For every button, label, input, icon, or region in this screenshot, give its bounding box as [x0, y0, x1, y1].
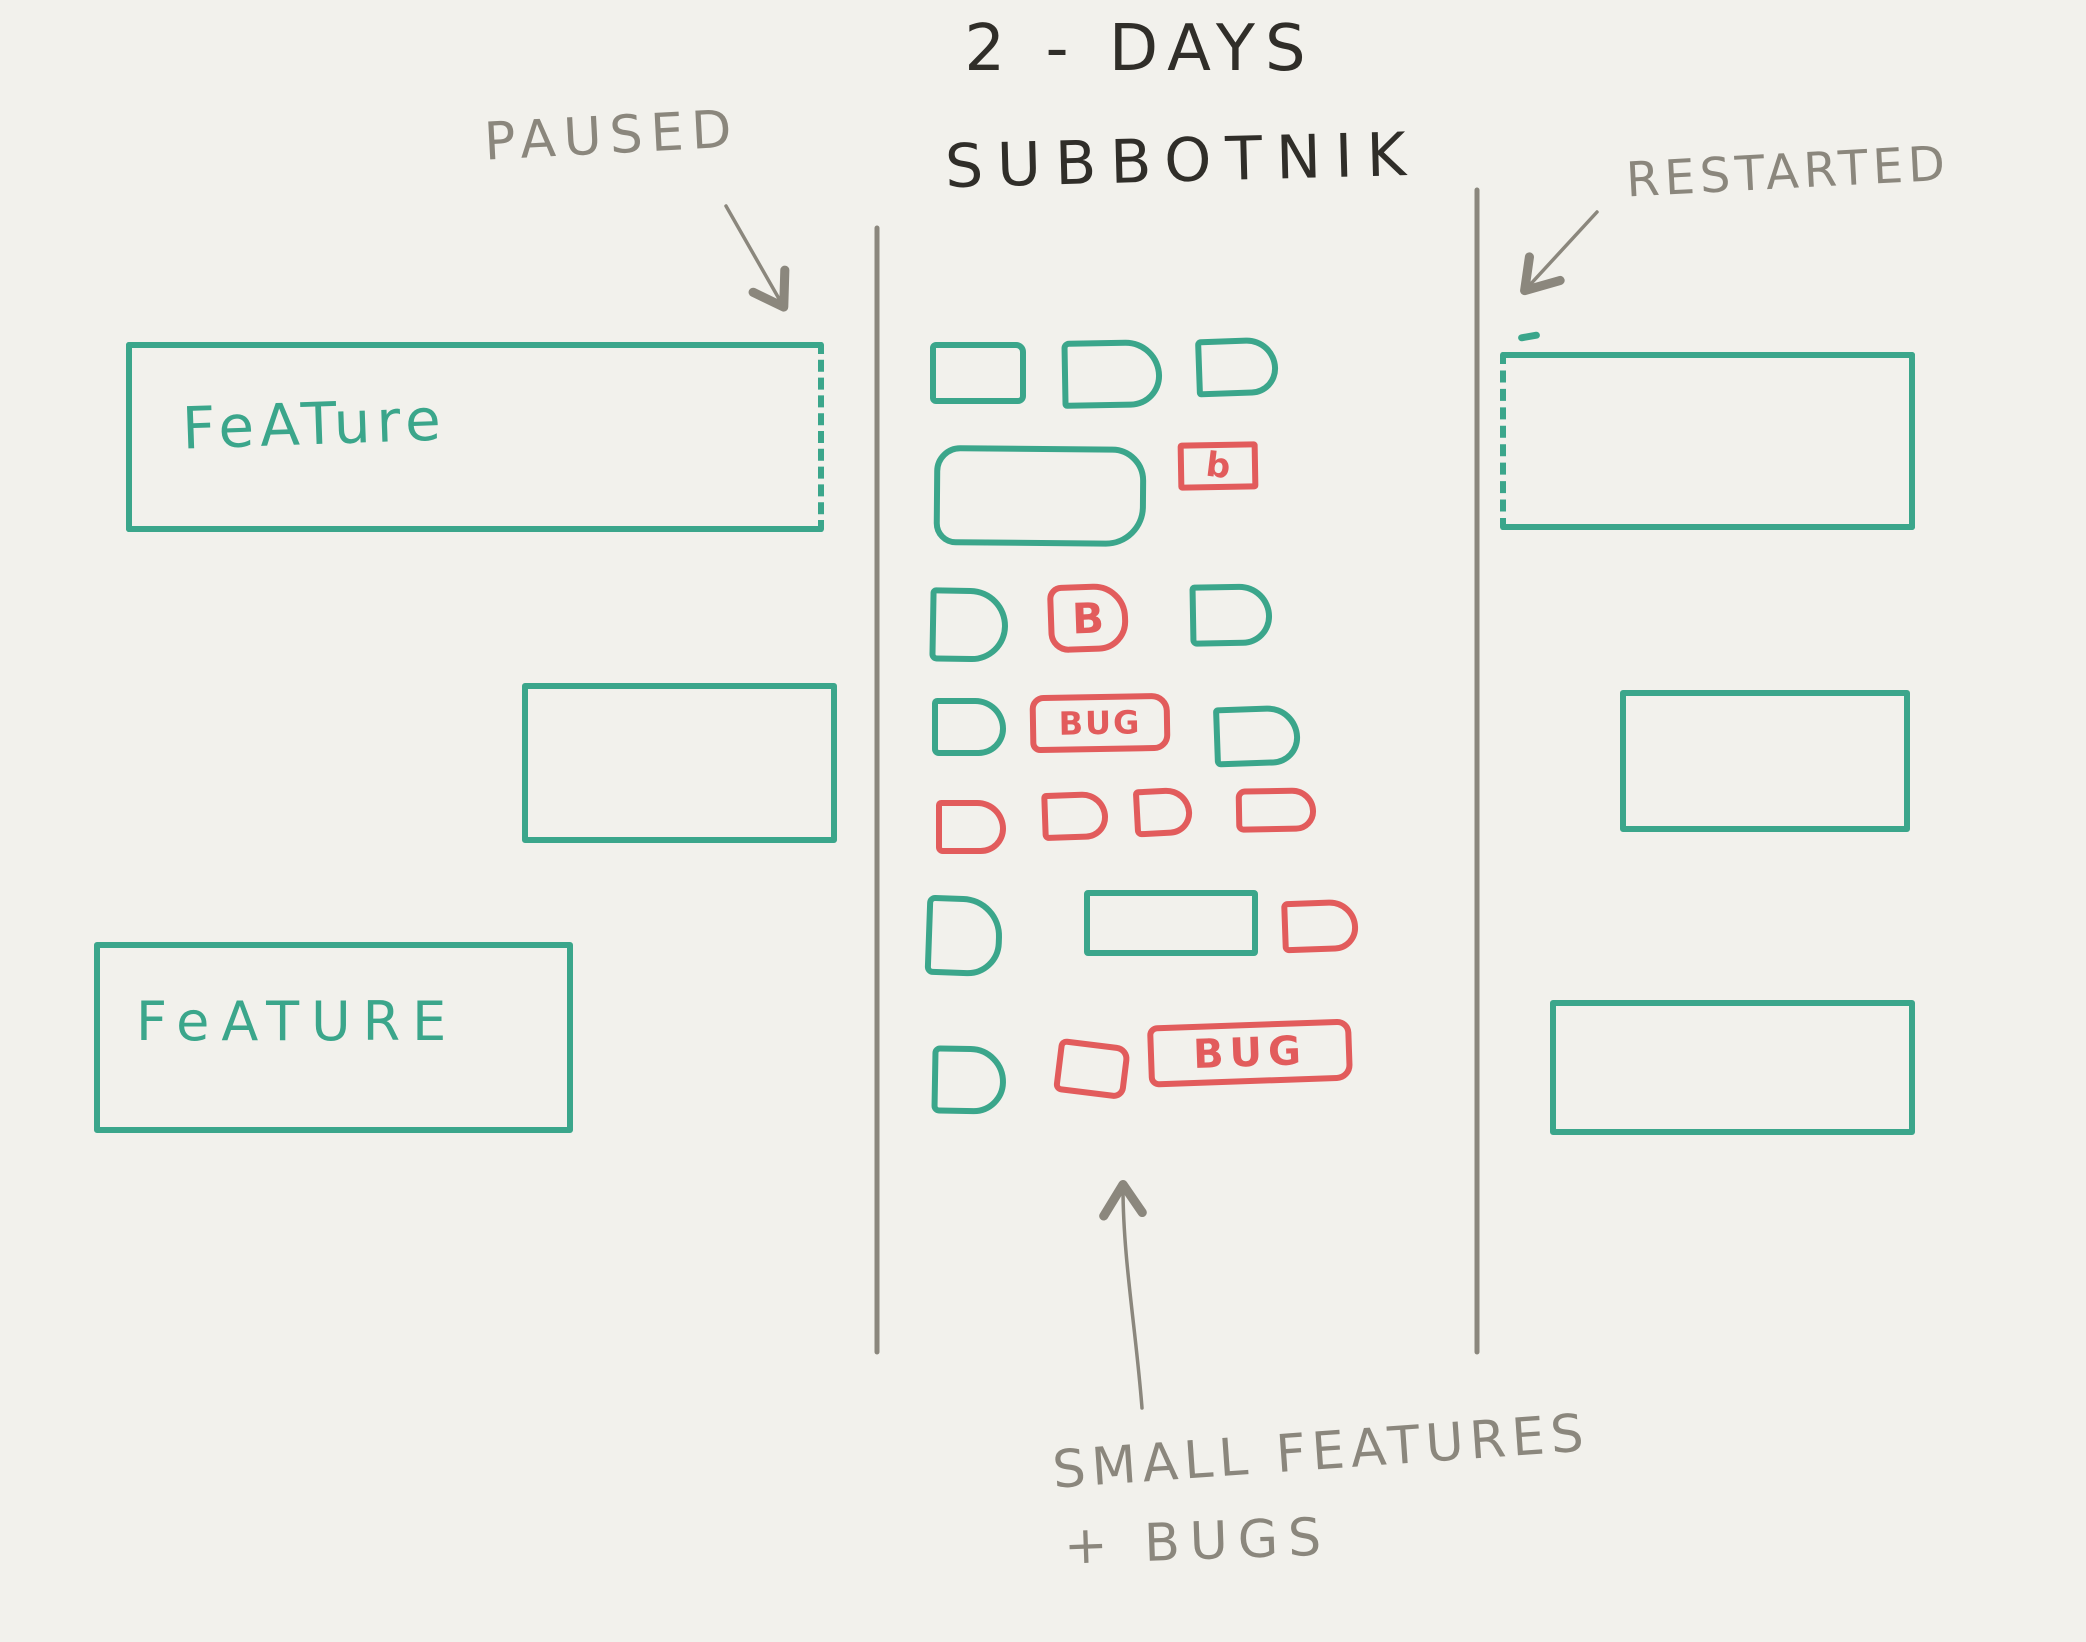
feature-box-right-bottom[interactable]	[1550, 1000, 1915, 1135]
restarted-arrow	[1520, 210, 1599, 296]
board-title-line1: 2 - DAYS	[964, 12, 1316, 86]
task-card-green[interactable]	[1212, 704, 1302, 768]
bug-card-label: BUG	[1058, 703, 1142, 743]
task-card-green[interactable]	[929, 587, 1009, 663]
bug-card-red[interactable]	[1052, 1037, 1132, 1101]
small-features-label-line2: + BUGS	[1063, 1507, 1333, 1577]
feature-box-paused-bottom[interactable]	[94, 942, 573, 1133]
bug-card-red[interactable]	[1041, 790, 1109, 842]
bug-card-red[interactable]	[936, 800, 1006, 854]
restart-tick-mark	[1517, 331, 1541, 342]
bug-card-label: B	[1071, 592, 1105, 644]
bug-card-red[interactable]	[1132, 786, 1194, 838]
bug-card-label: BUG	[1192, 1028, 1308, 1078]
feature-box-left-middle[interactable]	[522, 683, 837, 843]
feature-box-restarted-top[interactable]	[1500, 352, 1915, 530]
small-features-label-line1: SMALL FEATURES	[1050, 1403, 1592, 1501]
task-card-green[interactable]	[1061, 339, 1163, 409]
bug-card-label: b	[1203, 444, 1233, 488]
restarted-label: RESTARTED	[1624, 135, 1952, 209]
task-card-green[interactable]	[1195, 336, 1279, 398]
feature-box-paused-top[interactable]	[126, 342, 824, 532]
task-card-green[interactable]	[1189, 583, 1273, 647]
feature-box-right-middle[interactable]	[1620, 690, 1910, 832]
task-card-green[interactable]	[930, 342, 1026, 404]
paused-label: PAUSED	[482, 99, 741, 173]
bug-card-red[interactable]	[1281, 898, 1359, 954]
bug-card-red[interactable]: BUG	[1029, 692, 1171, 754]
board-title-line2: SUBBOTNIK	[944, 119, 1421, 203]
feature-bottom-label: FeATURE	[136, 990, 459, 1053]
task-card-green[interactable]	[931, 1045, 1007, 1115]
small-features-arrow	[1099, 1179, 1147, 1410]
bug-card-red[interactable]: B	[1046, 582, 1130, 654]
bug-card-red[interactable]: BUG	[1146, 1018, 1354, 1088]
task-card-green[interactable]	[932, 698, 1006, 756]
task-card-green[interactable]	[1084, 890, 1258, 956]
bug-card-red[interactable]	[1235, 787, 1317, 833]
paused-arrow	[724, 204, 790, 312]
bug-card-red[interactable]: b	[1177, 441, 1259, 491]
feature-top-label: FeATure	[180, 385, 448, 463]
task-card-green[interactable]	[924, 894, 1004, 978]
task-card-green[interactable]	[933, 445, 1147, 547]
